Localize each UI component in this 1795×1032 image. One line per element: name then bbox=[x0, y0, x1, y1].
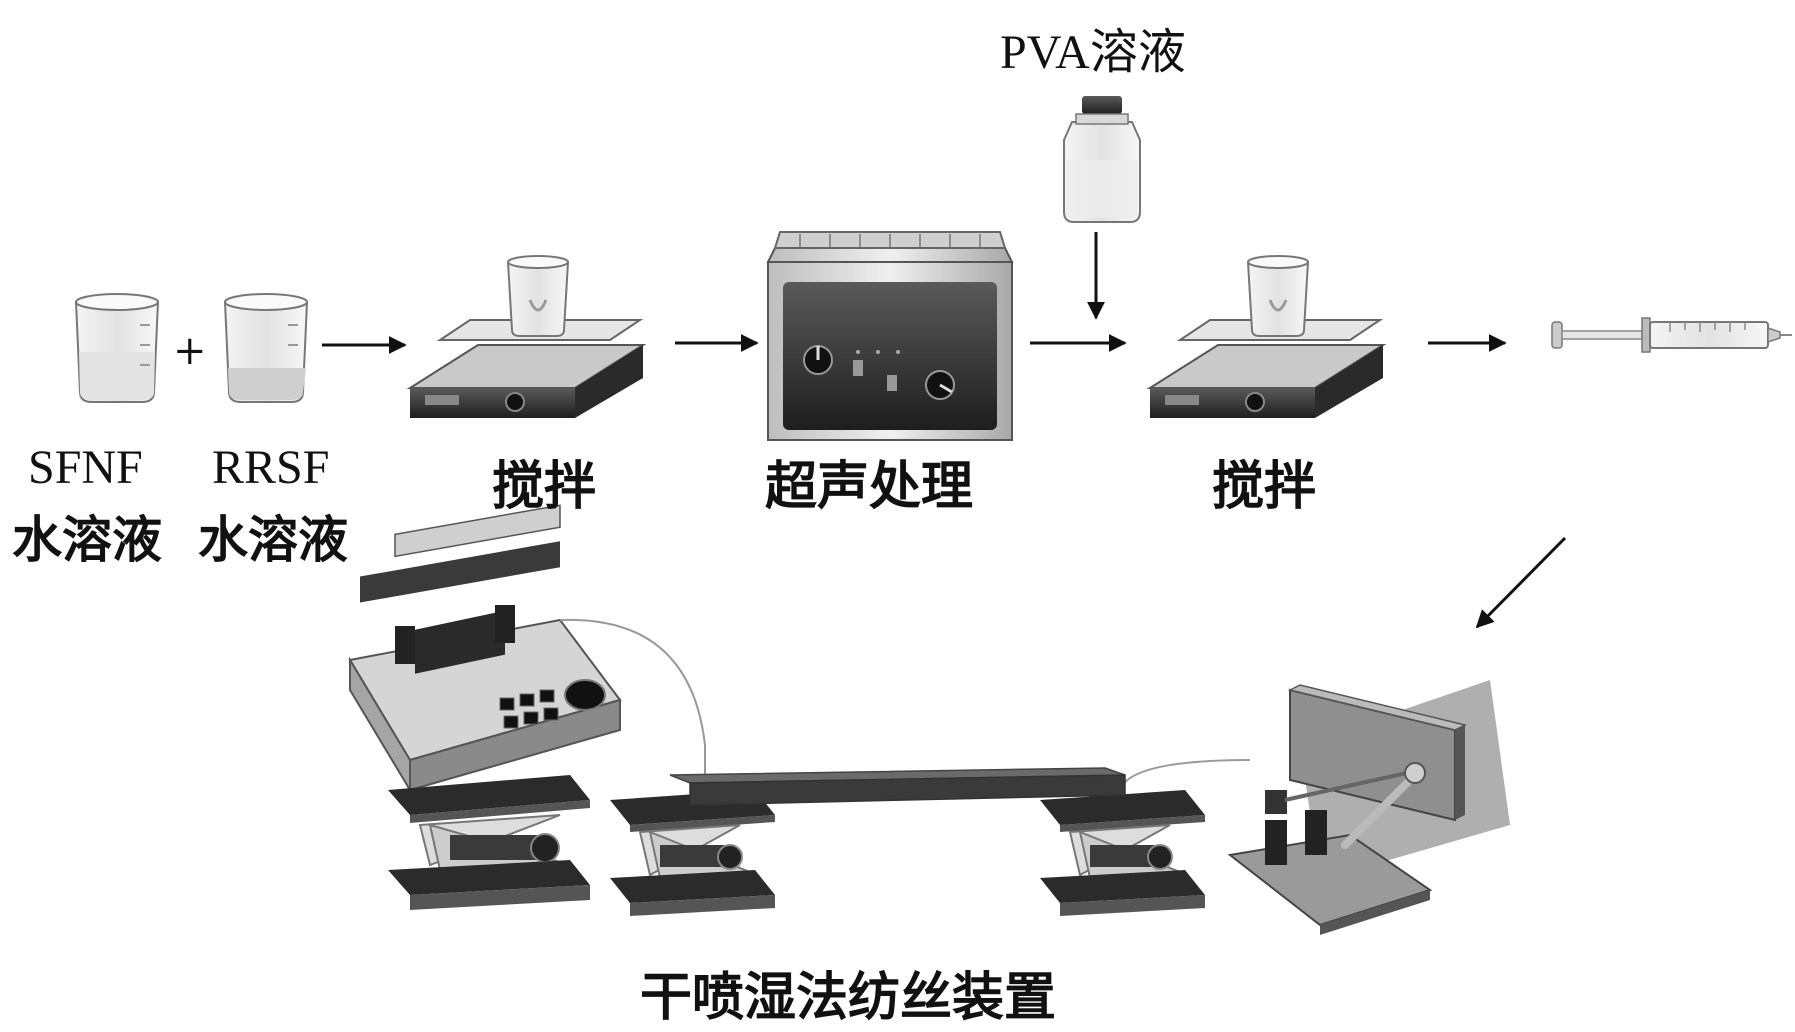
winding-device-icon bbox=[1227, 680, 1510, 935]
label-pva-solution: PVA溶液 bbox=[1000, 26, 1186, 79]
tubing-line bbox=[559, 618, 1251, 792]
label-rrsf-line1: RRSF bbox=[212, 441, 330, 494]
plus-sign: + bbox=[173, 328, 207, 374]
lab-jack-2-icon bbox=[610, 790, 775, 916]
beaker-rrsf-icon bbox=[223, 293, 309, 403]
label-rrsf-line2: 水溶液 bbox=[198, 510, 348, 569]
label-spinning-apparatus: 干喷湿法纺丝装置 bbox=[640, 967, 1057, 1028]
label-stir-2: 搅拌 bbox=[1212, 456, 1317, 517]
syringe-icon bbox=[1551, 317, 1792, 353]
magnetic-stirrer-1-icon bbox=[406, 255, 647, 418]
label-ultrasonic: 超声处理 bbox=[765, 456, 974, 517]
label-sfnf-line2: 水溶液 bbox=[12, 510, 162, 569]
lab-jack-3-icon bbox=[1040, 790, 1205, 916]
magnetic-stirrer-2-icon bbox=[1146, 255, 1387, 418]
label-stir-1: 搅拌 bbox=[492, 456, 597, 517]
lab-jack-1-icon bbox=[388, 775, 590, 910]
arrow-6 bbox=[1475, 536, 1567, 629]
pva-bottle-icon bbox=[1063, 96, 1141, 223]
label-sfnf-line1: SFNF bbox=[28, 441, 143, 494]
beaker-sfnf-icon bbox=[74, 293, 160, 403]
coagulation-bath-icon bbox=[669, 767, 1126, 806]
flow-arrows bbox=[322, 232, 1567, 629]
ultrasonic-bath-icon bbox=[766, 231, 1014, 441]
syringe-pump-icon bbox=[348, 504, 622, 794]
